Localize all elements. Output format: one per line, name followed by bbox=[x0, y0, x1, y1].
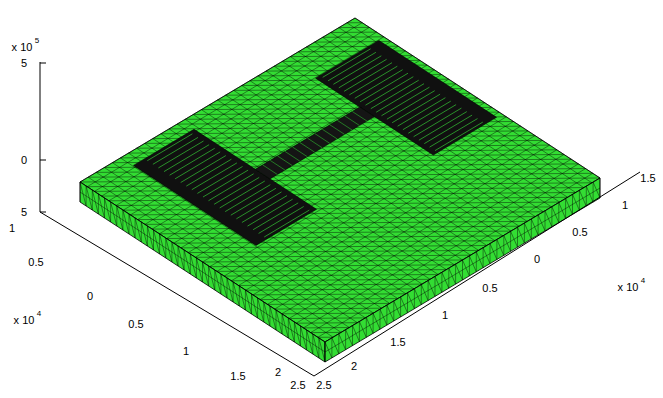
exponent-label: x 10 bbox=[14, 315, 35, 326]
comb-block bbox=[316, 41, 497, 156]
tick-label: 0.5 bbox=[572, 227, 587, 238]
tick-label: 2 bbox=[275, 367, 281, 378]
exponent-label: x 10 bbox=[618, 282, 639, 293]
exponent-label: 4 bbox=[37, 310, 41, 318]
tick-label: 0 bbox=[21, 155, 27, 166]
tick-label: 0.5 bbox=[28, 257, 43, 268]
tick-label: 0.5 bbox=[482, 283, 497, 294]
tick-label: 2.5 bbox=[316, 380, 331, 391]
tick-label: 5 bbox=[21, 58, 27, 69]
spring-beam bbox=[255, 107, 374, 179]
tick-label: 0.5 bbox=[128, 319, 143, 330]
tick-label: 1.5 bbox=[640, 173, 655, 184]
tick-label: 2 bbox=[351, 361, 357, 372]
comb-fingers bbox=[147, 134, 309, 237]
tick-label: 1 bbox=[9, 223, 15, 234]
exponent-label: 5 bbox=[35, 37, 39, 45]
exponent-label: x 10 bbox=[12, 42, 33, 53]
mesh-lines bbox=[80, 18, 600, 362]
tick-label: 1.5 bbox=[230, 371, 245, 382]
triangle-mesh bbox=[80, 18, 600, 362]
tick-label: 1 bbox=[442, 310, 448, 321]
tick-label: 1 bbox=[183, 346, 189, 357]
tick-label: 1 bbox=[622, 200, 628, 211]
tick-label: 0 bbox=[87, 291, 93, 302]
comb-block bbox=[134, 129, 317, 245]
substrate-block bbox=[80, 18, 600, 362]
exponent-label: 4 bbox=[641, 277, 645, 285]
tick-label: 1.5 bbox=[390, 337, 405, 348]
tick-label: 5 bbox=[21, 207, 27, 218]
comb-fingers bbox=[323, 49, 483, 151]
tick-label: 0 bbox=[534, 254, 540, 265]
plot-axes bbox=[40, 62, 640, 376]
comb-structure bbox=[134, 41, 497, 246]
beam-lines bbox=[263, 112, 367, 175]
tick-label: 2.5 bbox=[290, 380, 305, 391]
